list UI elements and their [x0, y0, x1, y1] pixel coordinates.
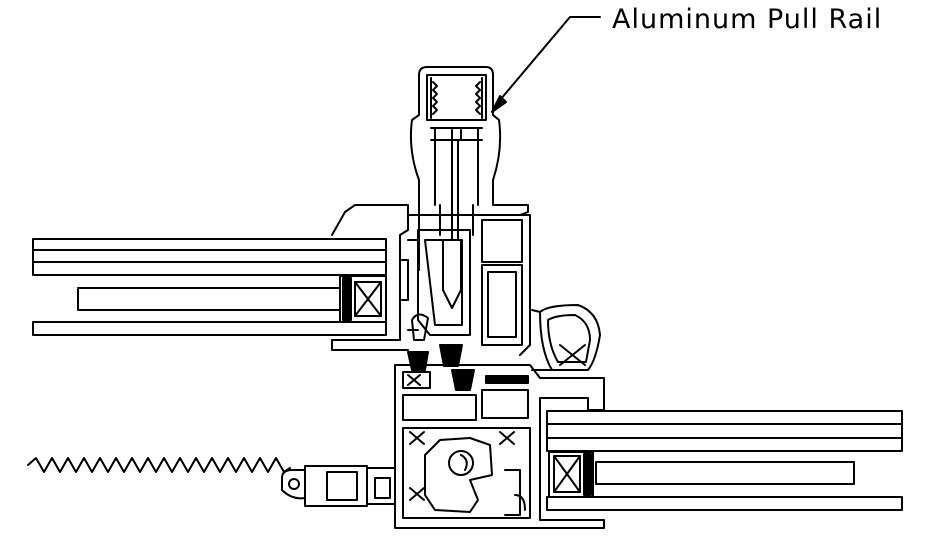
- aluminum-pull-rail: [409, 66, 529, 309]
- thumb-latch: [531, 304, 601, 371]
- upper-glazing-panel: [32, 238, 387, 336]
- setting-block-upper: [339, 275, 387, 323]
- callout-label: Aluminum Pull Rail: [612, 4, 883, 35]
- setting-block-lower: [548, 451, 594, 498]
- fabric-screen: [27, 457, 396, 507]
- weatherstrip-gaskets: [407, 313, 529, 391]
- lower-glazing-panel: [546, 410, 903, 511]
- callout-leader: [491, 16, 601, 113]
- upper-sash-frame: [331, 204, 531, 356]
- frame-extrusion: [394, 364, 605, 529]
